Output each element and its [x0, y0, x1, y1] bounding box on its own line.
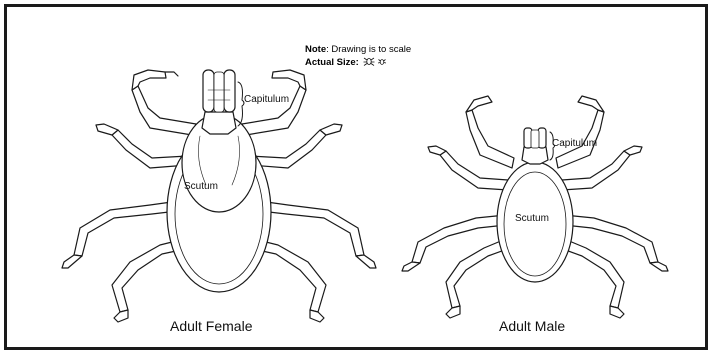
female-palp-right: [224, 70, 235, 112]
female-leg-left-1: [132, 70, 196, 135]
female-hypostome: [214, 72, 224, 112]
male-leg-right-1: [556, 96, 604, 168]
male-capitulum-label: Capitulum: [552, 138, 597, 149]
male-leg-right-4: [560, 238, 624, 318]
male-hypostome: [531, 130, 539, 148]
female-scutum-label: Scutum: [184, 181, 218, 192]
male-leg-left-1: [466, 96, 514, 168]
male-scutum-label: Scutum: [515, 213, 549, 224]
male-leg-right-3: [564, 215, 668, 271]
female-caption: Adult Female: [170, 318, 253, 334]
male-caption: Adult Male: [499, 318, 565, 334]
male-capitulum-base: [522, 147, 548, 164]
female-capitulum-label: Capitulum: [244, 94, 289, 105]
male-leg-left-3: [402, 215, 506, 271]
female-capitulum-base: [202, 112, 236, 134]
male-leg-left-4: [446, 238, 510, 318]
male-tick: [402, 96, 668, 318]
female-palp-left: [203, 70, 214, 112]
female-tick: [62, 70, 376, 322]
